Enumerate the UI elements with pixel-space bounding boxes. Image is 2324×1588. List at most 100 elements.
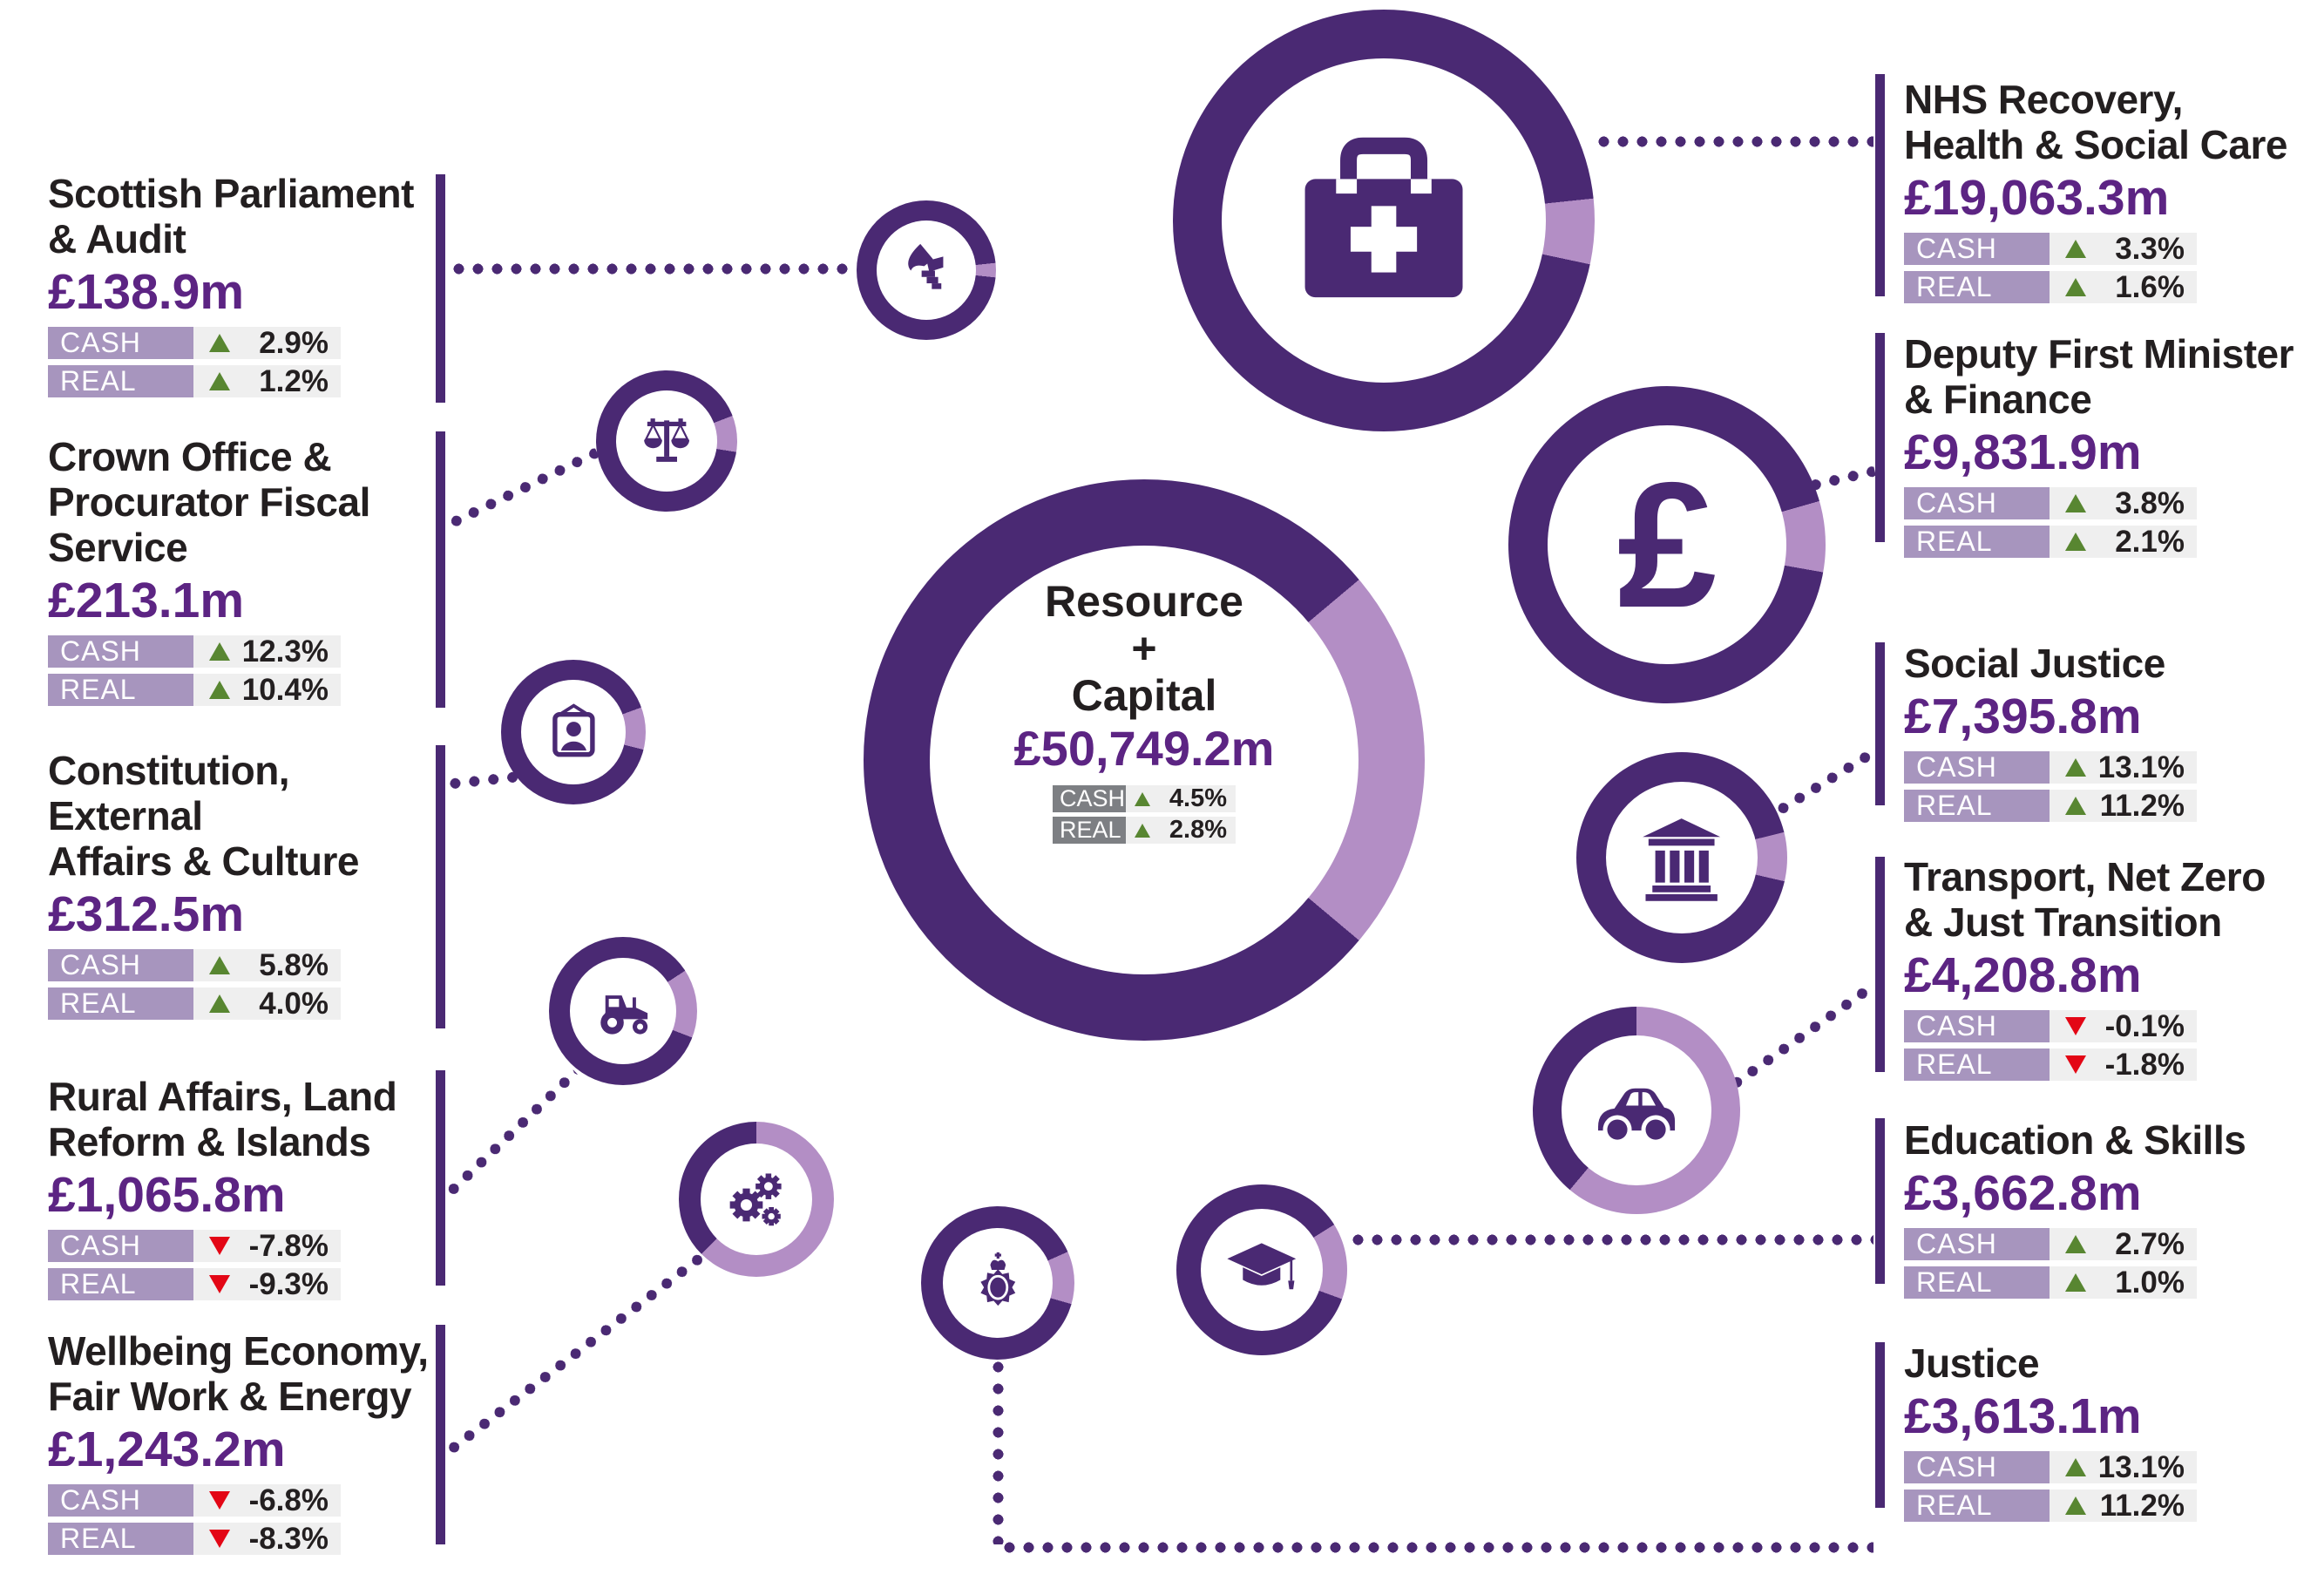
cash-stat-row: CASH -0.1% (1904, 1009, 2197, 1043)
trend-icon (209, 1275, 230, 1293)
cash-stat-row: CASH 3.8% (1904, 486, 2197, 520)
cash-stat-row: CASH 5.8% (48, 948, 341, 982)
dept-amount: £138.9m (48, 264, 245, 320)
donut-constitution (501, 660, 646, 804)
separator-bar (1875, 642, 1885, 805)
scottish-parliament-logo-icon (877, 221, 976, 320)
cash-stat-row: CASH -7.8% (48, 1229, 341, 1263)
gears-icon (701, 1143, 812, 1255)
trend-icon (209, 334, 230, 352)
dept-block-finance: Deputy First Minister & Finance £9,831.9… (1904, 331, 2314, 564)
dotted-connector (449, 447, 600, 529)
separator-bar (436, 1070, 445, 1286)
real-stat-row: REAL 10.4% (48, 673, 341, 707)
real-stat-row: REAL 1.0% (1904, 1266, 2197, 1300)
separator-bar (1875, 74, 1885, 296)
separator-bar (1875, 333, 1885, 542)
dept-amount: £3,613.1m (1904, 1388, 2142, 1444)
real-stat-row: REAL 1.2% (48, 364, 341, 398)
trend-icon (2065, 758, 2086, 777)
dotted-connector (453, 263, 850, 275)
separator-bar (436, 1325, 445, 1544)
cash-stat-row: CASH 12.3% (48, 635, 341, 668)
donut-finance: £ (1508, 386, 1826, 703)
real-stat-row: REAL -8.3% (48, 1522, 341, 1556)
trend-icon (209, 994, 230, 1013)
real-stat-row: REAL 2.8% (1053, 816, 1236, 844)
real-stat-row: REAL 2.1% (1904, 525, 2197, 559)
donut-scottish-parliament (857, 200, 996, 340)
dotted-connector (1598, 136, 1873, 147)
dept-amount: £9,831.9m (1904, 424, 2142, 480)
dept-title: Justice (1904, 1340, 2040, 1386)
dept-amount: £1,065.8m (48, 1167, 286, 1223)
dept-block-rural-affairs: Rural Affairs, Land Reform & Islands £1,… (48, 1074, 457, 1306)
trend-icon (2065, 240, 2086, 258)
dotted-connector (1352, 1234, 1873, 1245)
center-title: Resource + Capital (1045, 577, 1243, 720)
dept-block-social-justice: Social Justice £7,395.8m CASH 13.1% REAL… (1904, 641, 2314, 828)
donut-nhs (1173, 10, 1595, 431)
dept-title: Transport, Net Zero & Just Transition (1904, 854, 2266, 945)
trend-icon (2065, 1055, 2086, 1074)
dept-amount: £7,395.8m (1904, 689, 2142, 744)
trend-icon (209, 642, 230, 661)
dept-title: Rural Affairs, Land Reform & Islands (48, 1074, 397, 1164)
framed-portrait-icon (521, 680, 626, 784)
trend-icon (2065, 1496, 2086, 1515)
dotted-connector (1775, 747, 1877, 817)
dotted-connector (1729, 983, 1873, 1090)
trend-up-icon (1135, 823, 1150, 838)
donut-education (1176, 1184, 1347, 1355)
bank-building-icon (1606, 782, 1758, 933)
cash-stat-row: CASH 4.5% (1053, 784, 1236, 812)
center-amount: £50,749.2m (1013, 721, 1275, 776)
trend-icon (2065, 797, 2086, 815)
trend-icon (209, 1237, 230, 1255)
dept-amount: £4,208.8m (1904, 947, 2142, 1003)
trend-icon (2065, 1017, 2086, 1035)
dept-title: Education & Skills (1904, 1117, 2246, 1163)
police-badge-icon (943, 1228, 1053, 1338)
dept-block-wellbeing-economy: Wellbeing Economy, Fair Work & Energy £1… (48, 1328, 457, 1561)
dept-title: NHS Recovery, Health & Social Care (1904, 77, 2287, 167)
trend-icon (2065, 533, 2086, 551)
trend-icon (209, 372, 230, 390)
dotted-connector (445, 1068, 579, 1198)
trend-up-icon (1135, 791, 1150, 806)
dotted-connector (993, 1361, 1004, 1544)
center-summary: Resource + Capital £50,749.2m CASH 4.5% … (961, 578, 1327, 848)
trend-icon (209, 956, 230, 974)
separator-bar (436, 174, 445, 403)
dotted-connector (1004, 1542, 1873, 1553)
cash-stat-row: CASH 2.7% (1904, 1227, 2197, 1261)
cash-stat-row: CASH 13.1% (1904, 1450, 2197, 1484)
dept-amount: £19,063.3m (1904, 170, 2170, 226)
dept-title: Wellbeing Economy, Fair Work & Energy (48, 1328, 429, 1419)
separator-bar (436, 745, 445, 1028)
real-stat-row: REAL 11.2% (1904, 789, 2197, 823)
dept-block-constitution: Constitution, External Affairs & Culture… (48, 748, 457, 1026)
dept-block-crown-office: Crown Office & Procurator Fiscal Service… (48, 434, 457, 712)
real-stat-row: REAL -9.3% (48, 1267, 341, 1301)
pound-sterling-icon: £ (1616, 445, 1717, 645)
cash-stat-row: CASH 2.9% (48, 326, 341, 360)
trend-icon (2065, 1273, 2086, 1292)
dept-block-nhs: NHS Recovery, Health & Social Care £19,0… (1904, 77, 2314, 309)
dept-title: Crown Office & Procurator Fiscal Service (48, 434, 370, 570)
real-stat-row: REAL 11.2% (1904, 1489, 2197, 1523)
graduation-cap-icon (1201, 1209, 1323, 1331)
dept-block-transport: Transport, Net Zero & Just Transition £4… (1904, 854, 2314, 1087)
donut-wellbeing-economy (679, 1122, 834, 1277)
dept-amount: £3,662.8m (1904, 1165, 2142, 1221)
trend-icon (209, 1530, 230, 1548)
tractor-icon (570, 958, 676, 1064)
donut-crown-office (596, 370, 737, 512)
dept-amount: £1,243.2m (48, 1422, 286, 1477)
trend-icon (209, 1491, 230, 1510)
trend-icon (2065, 1458, 2086, 1476)
dept-block-education: Education & Skills £3,662.8m CASH 2.7% R… (1904, 1117, 2314, 1305)
dept-block-justice: Justice £3,613.1m CASH 13.1% REAL 11.2% (1904, 1340, 2314, 1528)
separator-bar (436, 431, 445, 708)
dotted-connector (446, 1252, 706, 1456)
